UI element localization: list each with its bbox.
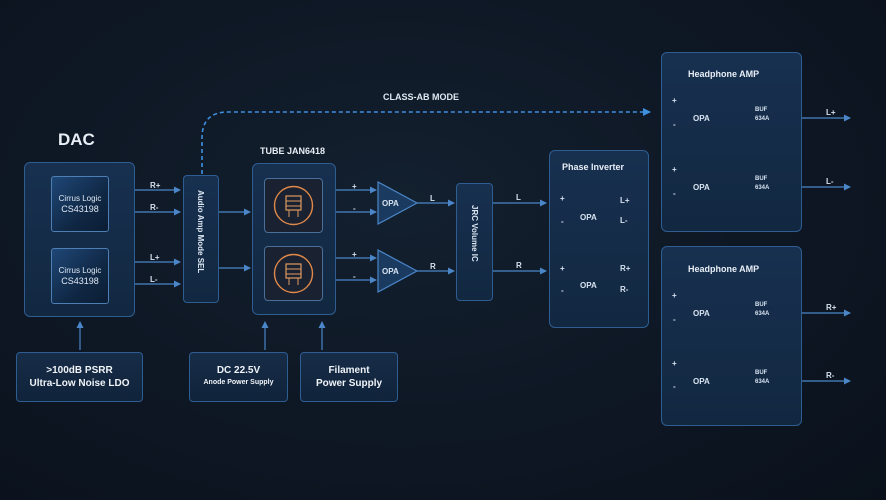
hp1-r1-in-plus: + <box>672 96 677 105</box>
mode-sel-block <box>183 175 219 303</box>
anode-supply-box: DC 22.5V Anode Power Supply <box>189 352 288 402</box>
tube-out-bottom-minus: - <box>353 272 356 281</box>
headphone-amp-bottom-block <box>661 246 802 426</box>
hp-top-title: Headphone AMP <box>688 69 760 79</box>
pi-bottom-in-plus: + <box>560 264 565 273</box>
class-ab-label: CLASS-AB MODE <box>383 92 459 102</box>
hp2-r2-opa: OPA <box>693 377 710 386</box>
hp2-r1-in-minus: - <box>673 315 676 324</box>
pi-top-out-plus: L+ <box>620 196 630 205</box>
tube-out-top-plus: + <box>352 182 357 191</box>
hp2-r1-buf: BUF <box>755 302 768 308</box>
dac-chip-bottom-line2: CS43198 <box>61 276 99 286</box>
tube-title: TUBE JAN6418 <box>260 146 326 156</box>
hp1-r1-634a: 634A <box>755 116 770 122</box>
dac-out-l-minus: L- <box>150 275 158 284</box>
filament-line2: Power Supply <box>315 378 383 389</box>
hp2-r1-opa: OPA <box>693 309 710 318</box>
hp2-r2-out: R- <box>826 371 835 380</box>
pi-top-out-minus: L- <box>620 216 628 225</box>
hp1-r1-out: L+ <box>826 108 836 117</box>
hp2-r1-in-plus: + <box>672 291 677 300</box>
pi-top-in-minus: - <box>561 217 564 226</box>
ldo-line1: >100dB PSRR <box>46 365 113 376</box>
hp1-r1-in-minus: - <box>673 120 676 129</box>
hp1-r2-opa: OPA <box>693 183 710 192</box>
hp2-r1-634a: 634A <box>755 311 770 317</box>
opa-triangle-bottom <box>377 248 419 294</box>
hp2-r2-634a: 634A <box>755 379 770 385</box>
tube-out-top-minus: - <box>353 204 356 213</box>
dac-out-l-plus: L+ <box>150 253 160 262</box>
pi-top-in-plus: + <box>560 194 565 203</box>
dac-chip-top: Cirrus Logic CS43198 <box>51 176 109 232</box>
hp1-r2-634a: 634A <box>755 185 770 191</box>
opa-triangle-top <box>377 180 419 226</box>
dac-title: DAC <box>58 130 95 149</box>
hp1-r2-in-plus: + <box>672 165 677 174</box>
dac-chip-top-line1: Cirrus Logic <box>58 194 102 203</box>
opa-out-r: R <box>430 262 436 271</box>
tube-glyph-bottom <box>273 253 314 294</box>
hp1-r2-in-minus: - <box>673 189 676 198</box>
mode-sel-label: Audio Amp Mode SEL <box>196 190 205 274</box>
hp-bottom-title: Headphone AMP <box>688 264 760 274</box>
hp1-r1-opa: OPA <box>693 114 710 123</box>
hp1-r1-buf: BUF <box>755 107 768 113</box>
pi-bottom-in-minus: - <box>561 286 564 295</box>
headphone-amp-top-block <box>661 52 802 232</box>
hp2-r2-in-minus: - <box>673 382 676 391</box>
anode-line1: DC 22.5V <box>216 365 261 376</box>
ldo-line2: Ultra-Low Noise LDO <box>29 378 130 389</box>
pi-top-opa: OPA <box>580 213 597 222</box>
volume-out-l: L <box>516 193 521 202</box>
filament-line1: Filament <box>328 365 370 376</box>
tube-glyph-top <box>273 185 314 226</box>
hp1-r2-out: L- <box>826 177 834 186</box>
pi-bottom-out-plus: R+ <box>620 264 631 273</box>
pi-bottom-out-minus: R- <box>620 285 629 294</box>
opa-bottom-label: OPA <box>382 267 399 276</box>
class-ab-path <box>201 108 651 174</box>
tube-icon-bottom <box>264 246 323 301</box>
volume-out-r: R <box>516 261 522 270</box>
dac-chip-bottom-line1: Cirrus Logic <box>58 266 102 275</box>
tube-icon-top <box>264 178 323 233</box>
dac-out-r-plus: R+ <box>150 181 161 190</box>
phase-inverter-title: Phase Inverter <box>562 162 625 172</box>
phase-inverter-block <box>549 150 649 328</box>
pi-bottom-opa: OPA <box>580 281 597 290</box>
anode-line2: Anode Power Supply <box>203 379 274 386</box>
dac-out-r-minus: R- <box>150 203 159 212</box>
hp2-r1-out: R+ <box>826 303 837 312</box>
hp1-r2-buf: BUF <box>755 176 768 182</box>
hp2-r2-in-plus: + <box>672 359 677 368</box>
dac-chip-bottom: Cirrus Logic CS43198 <box>51 248 109 304</box>
volume-label: JRC Volume IC <box>470 205 479 262</box>
volume-block <box>456 183 493 301</box>
dac-chip-top-line2: CS43198 <box>61 204 99 214</box>
filament-supply-box: Filament Power Supply <box>300 352 398 402</box>
opa-top-label: OPA <box>382 199 399 208</box>
hp2-r2-buf: BUF <box>755 370 768 376</box>
opa-out-l: L <box>430 194 435 203</box>
tube-out-bottom-plus: + <box>352 250 357 259</box>
ldo-supply-box: >100dB PSRR Ultra-Low Noise LDO <box>16 352 143 402</box>
